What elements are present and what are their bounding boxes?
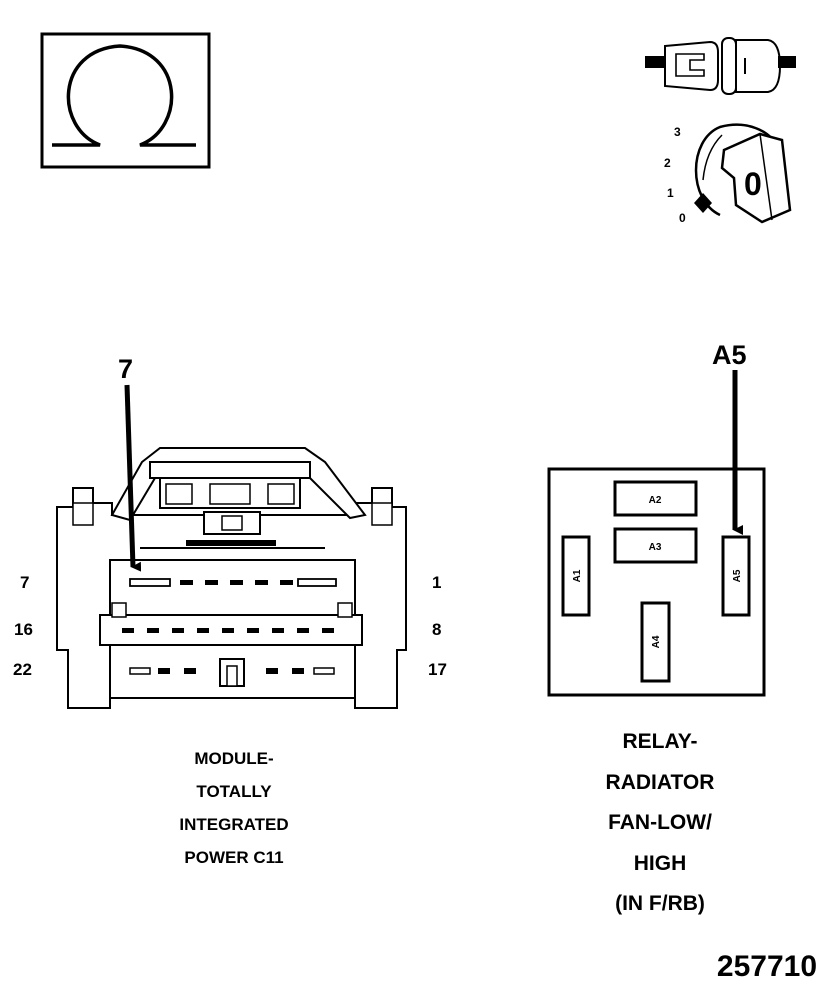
relay-terminal-a5: A5 (721, 535, 751, 617)
relay-caption-line: (IN F/RB) (615, 892, 705, 915)
pin-label-row2-left: 16 (14, 620, 33, 639)
document-number: 257710 (716, 950, 817, 983)
relay-diagram: A2 A3 A1 A5 A4 A5 (547, 340, 766, 697)
relay-caption-line: FAN-LOW/ (608, 811, 712, 834)
module-caption-line: TOTALLY (196, 782, 272, 801)
relay-caption-line: RELAY- (622, 730, 698, 753)
relay-caption-line: HIGH (633, 851, 687, 875)
pin-label-row2-right: 8 (432, 620, 441, 639)
svg-text:A2: A2 (649, 495, 662, 506)
relay-callout-pin-label: A5 (712, 340, 747, 370)
relay-terminal-a3: A3 (613, 527, 698, 564)
ignition-position-2: 2 (664, 156, 671, 170)
module-connector: 7 7 1 16 8 22 17 (13, 354, 447, 709)
pin-label-row3-right: 17 (428, 660, 447, 679)
pin-label-row1-right: 1 (432, 573, 441, 592)
ohmmeter-icon (40, 32, 211, 169)
relay-terminal-a1: A1 (561, 535, 591, 617)
svg-text:A4: A4 (651, 635, 662, 648)
svg-text:A5: A5 (732, 569, 743, 582)
relay-caption-line: RADIATOR (605, 770, 715, 794)
relay-terminal-a2: A2 (613, 480, 698, 517)
module-caption-line: INTEGRATED (179, 815, 289, 834)
svg-text:A1: A1 (572, 569, 583, 582)
ignition-key-label: 0 (744, 166, 762, 202)
ignition-position-3: 3 (674, 125, 681, 139)
svg-text:A3: A3 (649, 542, 662, 553)
module-caption-line: POWER C11 (184, 848, 284, 867)
module-caption: MODULE- TOTALLY INTEGRATED POWER C11 (134, 742, 334, 874)
pin-label-row1-left: 7 (20, 573, 29, 592)
relay-terminal-a4: A4 (640, 601, 671, 683)
ignition-switch-icon: 3 2 1 0 0 (664, 123, 792, 225)
ignition-position-0: 0 (679, 211, 686, 225)
module-callout-arrow (124, 384, 142, 572)
connector-disconnect-icon (645, 37, 796, 95)
module-caption-line: MODULE- (194, 749, 274, 768)
pin-label-row3-left: 22 (13, 660, 32, 679)
relay-caption: RELAY- RADIATOR FAN-LOW/ HIGH (IN F/RB) (560, 722, 760, 925)
ignition-position-1: 1 (667, 186, 674, 200)
module-callout-pin-label: 7 (118, 354, 133, 384)
